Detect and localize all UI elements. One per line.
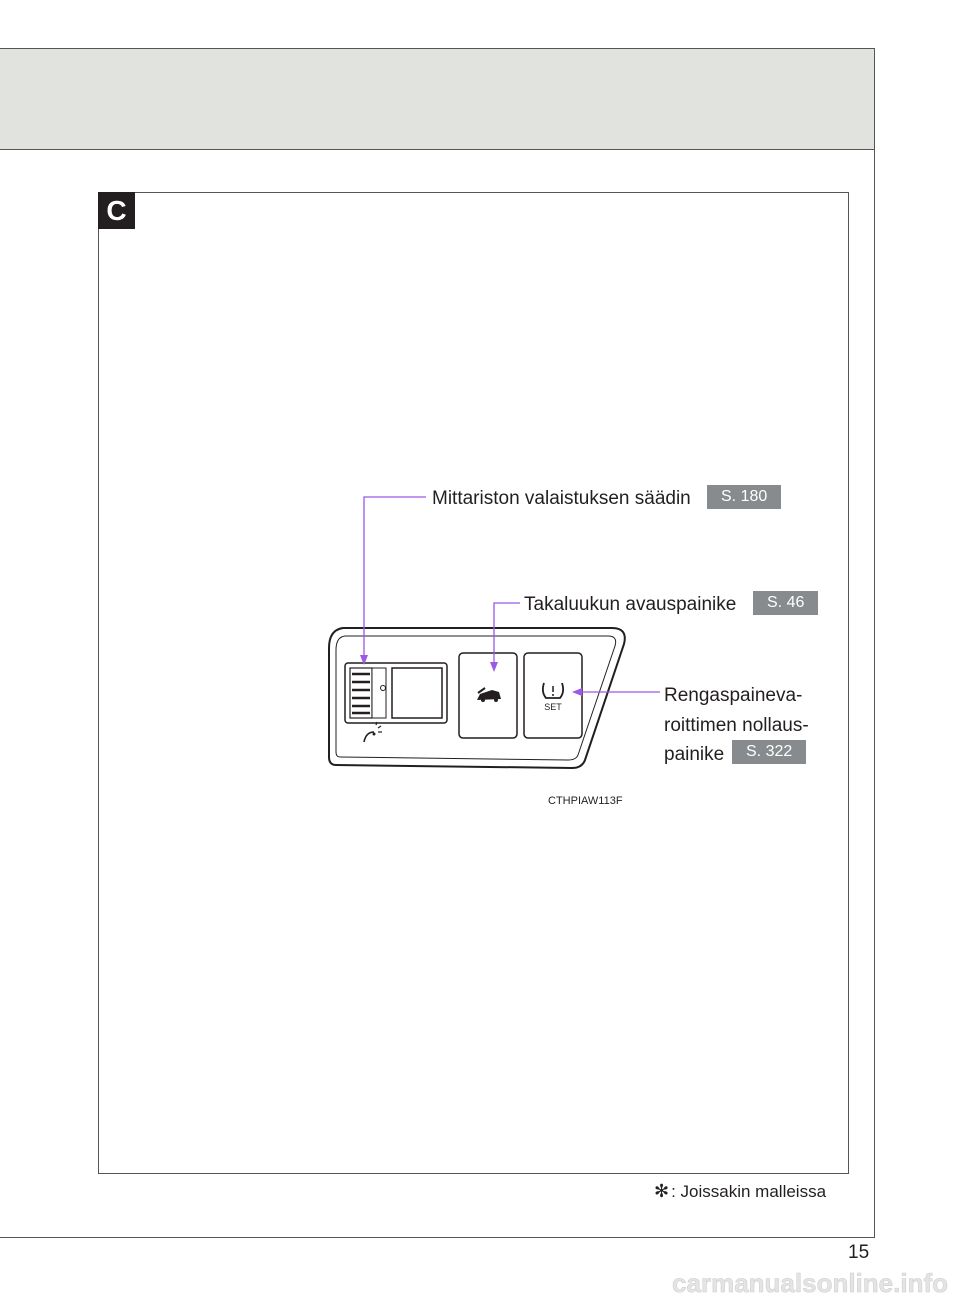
- tpms-label-line3: painike: [664, 744, 725, 765]
- watermark: carmanualsonline.info: [672, 1268, 949, 1298]
- illumination-dial: [344, 662, 448, 724]
- header-band: [0, 48, 874, 150]
- set-label: SET: [544, 702, 562, 712]
- footnote-asterisk-icon: ✻: [654, 1181, 670, 1201]
- footnote-text: : Joissakin malleissa: [671, 1182, 827, 1201]
- section-letter-badge: C: [98, 192, 135, 229]
- tpms-label-line2: roittimen nollaus-: [664, 715, 809, 736]
- trunk-callout-line: [493, 602, 520, 670]
- car-trunk-icon: [477, 687, 501, 702]
- footnote: ✻: Joissakin malleissa: [654, 1181, 826, 1202]
- watermark-text: carmanualsonline.info: [672, 1268, 948, 1298]
- illustration-panel: [98, 192, 849, 1174]
- tpms-label-line1: Rengaspaineva-: [664, 685, 803, 706]
- trunk-page-ref: S. 46: [753, 591, 819, 615]
- illumination-symbol-icon: [363, 721, 382, 743]
- trunk-opener-label: Takaluukun avauspainike: [524, 594, 737, 615]
- tpms-page-ref: S. 322: [732, 740, 807, 764]
- tire-pressure-icon: [541, 682, 565, 699]
- page-number: 15: [848, 1242, 870, 1263]
- illumination-page-ref: S. 180: [707, 485, 782, 509]
- illumination-callout-line: [363, 496, 426, 663]
- right-margin-rule: [874, 48, 875, 1238]
- callout-lines: [360, 496, 660, 696]
- diagram-code: CTHPIAW113F: [548, 795, 623, 807]
- bottom-margin-rule: [0, 1237, 874, 1238]
- illumination-control-label: Mittariston valaistuksen säädin: [432, 488, 691, 509]
